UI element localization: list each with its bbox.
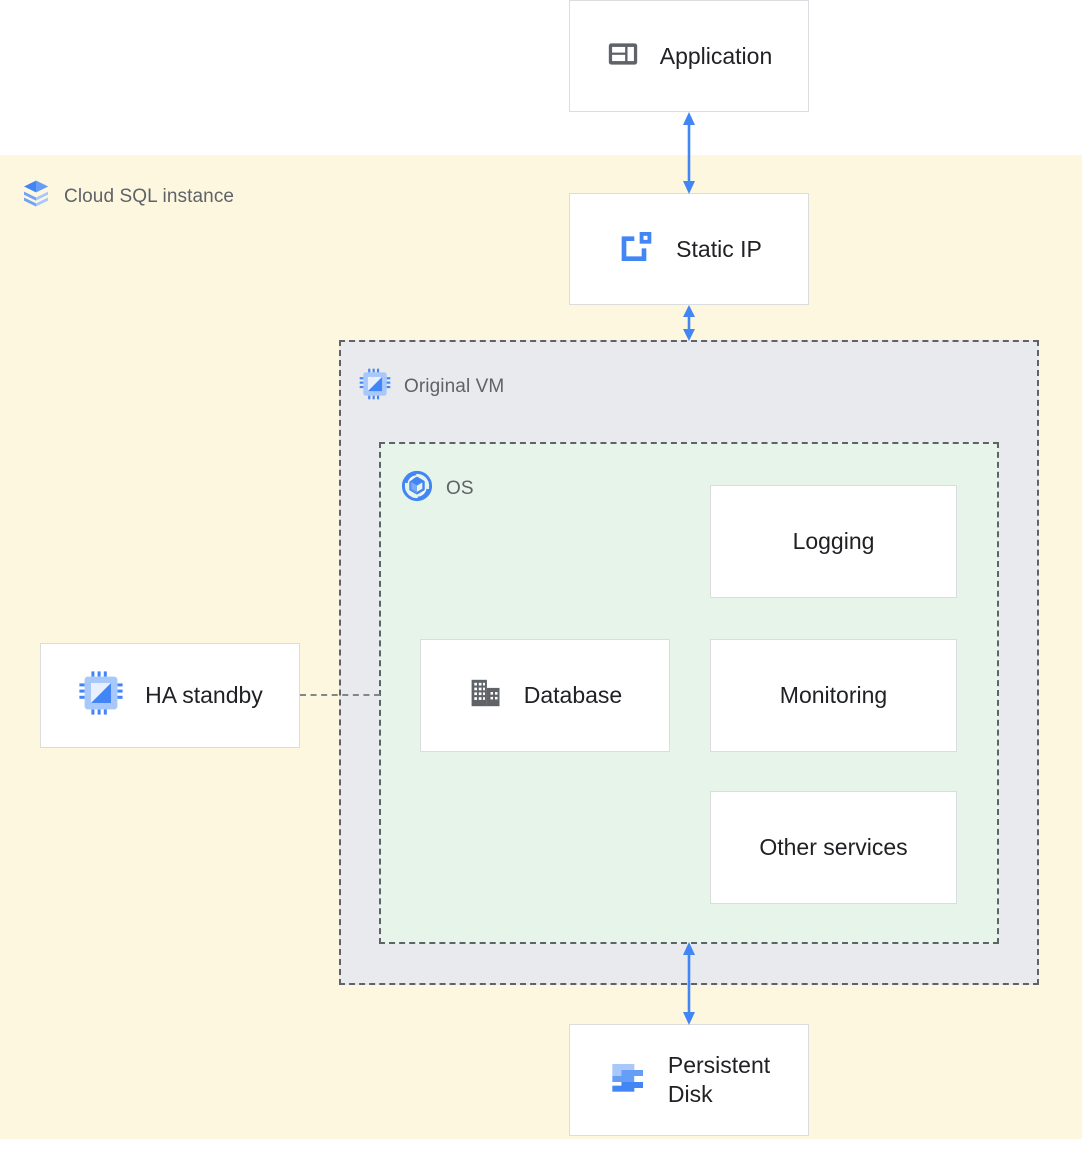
node-database[interactable]: Database bbox=[420, 639, 670, 752]
node-persistent-disk[interactable]: Persistent Disk bbox=[569, 1024, 809, 1136]
node-monitoring[interactable]: Monitoring bbox=[710, 639, 957, 752]
panel-header-cloud-sql: Cloud SQL instance bbox=[20, 178, 234, 215]
panel-label-os: OS bbox=[446, 477, 474, 499]
node-label-database: Database bbox=[523, 682, 623, 709]
panel-header-os: OS bbox=[400, 469, 474, 508]
node-label-monitoring: Monitoring bbox=[779, 682, 888, 709]
panel-header-original-vm: Original VM bbox=[358, 367, 504, 406]
node-application[interactable]: Application bbox=[569, 0, 809, 112]
node-logging[interactable]: Logging bbox=[710, 485, 957, 598]
node-label-application: Application bbox=[659, 42, 773, 69]
panel-label-original-vm: Original VM bbox=[404, 375, 505, 397]
node-label-logging: Logging bbox=[792, 528, 875, 555]
cloud-sql-stack-icon bbox=[20, 178, 52, 215]
node-label-persistent-disk: Persistent Disk bbox=[667, 1052, 771, 1107]
node-label-ha-standby: HA standby bbox=[145, 682, 263, 709]
connector-original-vm-to-persistent-disk bbox=[659, 983, 719, 1026]
vm-chip-icon bbox=[358, 367, 392, 406]
connector-static-ip-to-original-vm bbox=[659, 304, 719, 342]
database-building-icon bbox=[468, 675, 504, 716]
node-other-services[interactable]: Other services bbox=[710, 791, 957, 904]
vm-chip-icon bbox=[77, 669, 125, 722]
os-disc-icon bbox=[400, 469, 434, 508]
static-ip-square-icon bbox=[616, 227, 656, 272]
application-window-icon bbox=[606, 37, 640, 76]
connector-persistent-disk-to-original-vm bbox=[659, 940, 719, 986]
node-ha-standby[interactable]: HA standby bbox=[40, 643, 300, 748]
node-label-other-services: Other services bbox=[759, 834, 908, 861]
persistent-disk-icon bbox=[608, 1058, 648, 1103]
panel-label-cloud-sql: Cloud SQL instance bbox=[64, 185, 235, 207]
connector-application-to-static-ip bbox=[659, 111, 719, 195]
node-label-static-ip: Static IP bbox=[676, 235, 762, 262]
connector-ha-standby-to-database bbox=[300, 694, 380, 696]
node-static-ip[interactable]: Static IP bbox=[569, 193, 809, 305]
